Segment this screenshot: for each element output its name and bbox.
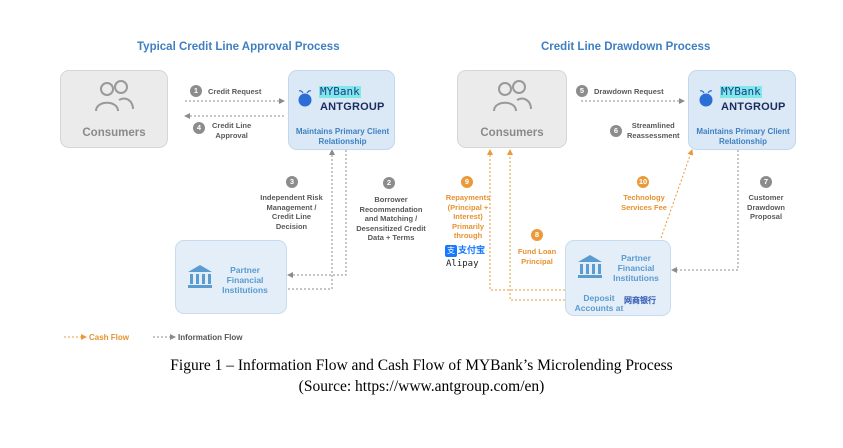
step-9-badge: 9 <box>461 176 473 188</box>
step-1-badge: 1 <box>190 85 202 97</box>
step-4-badge: 4 <box>193 122 205 134</box>
step-4-text: Credit Line Approval <box>212 121 252 140</box>
arrow-9 <box>487 149 565 291</box>
mybank-logo-text: MYBank <box>720 85 762 98</box>
step-8-badge: 8 <box>531 229 543 241</box>
consumers-box-right: Consumers <box>457 70 567 148</box>
step-7-text: Customer Drawdown Proposal <box>747 193 785 221</box>
ant-logo-icon <box>298 90 312 107</box>
bank-building-icon <box>578 255 602 278</box>
mybank-logo-text: MYBank <box>319 85 361 98</box>
mybank-box-left: MYBank ANTGROUP Maintains Primary Client… <box>288 70 395 150</box>
legend-information-flow: Information Flow <box>178 333 243 342</box>
consumers-label: Consumers <box>82 127 146 139</box>
partner-label-right: Partner Financial Institutions <box>613 253 659 283</box>
alipay-icon: 支 <box>445 245 457 257</box>
mybank-role-label: Maintains Primary Client Relationship <box>696 127 790 146</box>
deposit-bank-logo: 网商银行 <box>624 296 656 305</box>
alipay-label: Alipay <box>446 259 479 269</box>
bank-building-icon <box>188 265 212 288</box>
antgroup-logo-text: ANTGROUP <box>320 101 385 113</box>
people-icon <box>493 80 532 112</box>
arrow-7 <box>671 150 739 273</box>
step-2-badge: 2 <box>383 177 395 189</box>
step-3-text: Independent Risk Management / Credit Lin… <box>260 193 323 231</box>
step-10-text: Technology Services Fee <box>621 193 667 212</box>
step-10-badge: 10 <box>637 176 649 188</box>
step-6-text: Streamlined Reassessment <box>627 121 680 140</box>
step-1-text: Credit Request <box>208 87 262 96</box>
partner-box-right: Partner Financial Institutions Deposit A… <box>565 240 671 316</box>
step-8-text: Fund Loan Principal <box>517 247 557 266</box>
partner-box-left: Partner Financial Institutions <box>175 240 287 314</box>
step-7-badge: 7 <box>760 176 772 188</box>
arrow-8 <box>507 149 565 301</box>
arrow-2 <box>287 150 347 278</box>
alipay-logo-text: 支付宝 <box>458 246 486 256</box>
step-6-badge: 6 <box>610 125 622 137</box>
figure-source: (Source: https://www.antgroup.com/en) <box>298 378 545 395</box>
partner-label-left: Partner Financial Institutions <box>222 265 268 295</box>
consumers-label: Consumers <box>480 127 544 139</box>
step-9-text: Repayments (Principal + Interest) Primar… <box>445 193 491 240</box>
antgroup-logo-text: ANTGROUP <box>721 101 786 113</box>
mybank-role-label: Maintains Primary Client Relationship <box>295 127 390 146</box>
deposit-label: Deposit Accounts at <box>574 293 624 313</box>
figure-caption: Figure 1 – Information Flow and Cash Flo… <box>170 357 673 374</box>
legend-cash-flow: Cash Flow <box>89 333 130 342</box>
step-5-badge: 5 <box>576 85 588 97</box>
arrow-3 <box>288 149 335 290</box>
people-icon <box>95 80 134 112</box>
step-2-text: Borrower Recommendation and Matching / D… <box>356 195 426 242</box>
ant-logo-icon <box>699 90 713 107</box>
step-3-badge: 3 <box>286 176 298 188</box>
consumers-box-left: Consumers <box>60 70 168 148</box>
left-process-title: Typical Credit Line Approval Process <box>137 41 340 53</box>
arrow-10 <box>660 149 694 239</box>
step-5-text: Drawdown Request <box>594 87 664 96</box>
right-process-title: Credit Line Drawdown Process <box>541 41 711 53</box>
mybank-box-right: MYBank ANTGROUP Maintains Primary Client… <box>688 70 796 150</box>
